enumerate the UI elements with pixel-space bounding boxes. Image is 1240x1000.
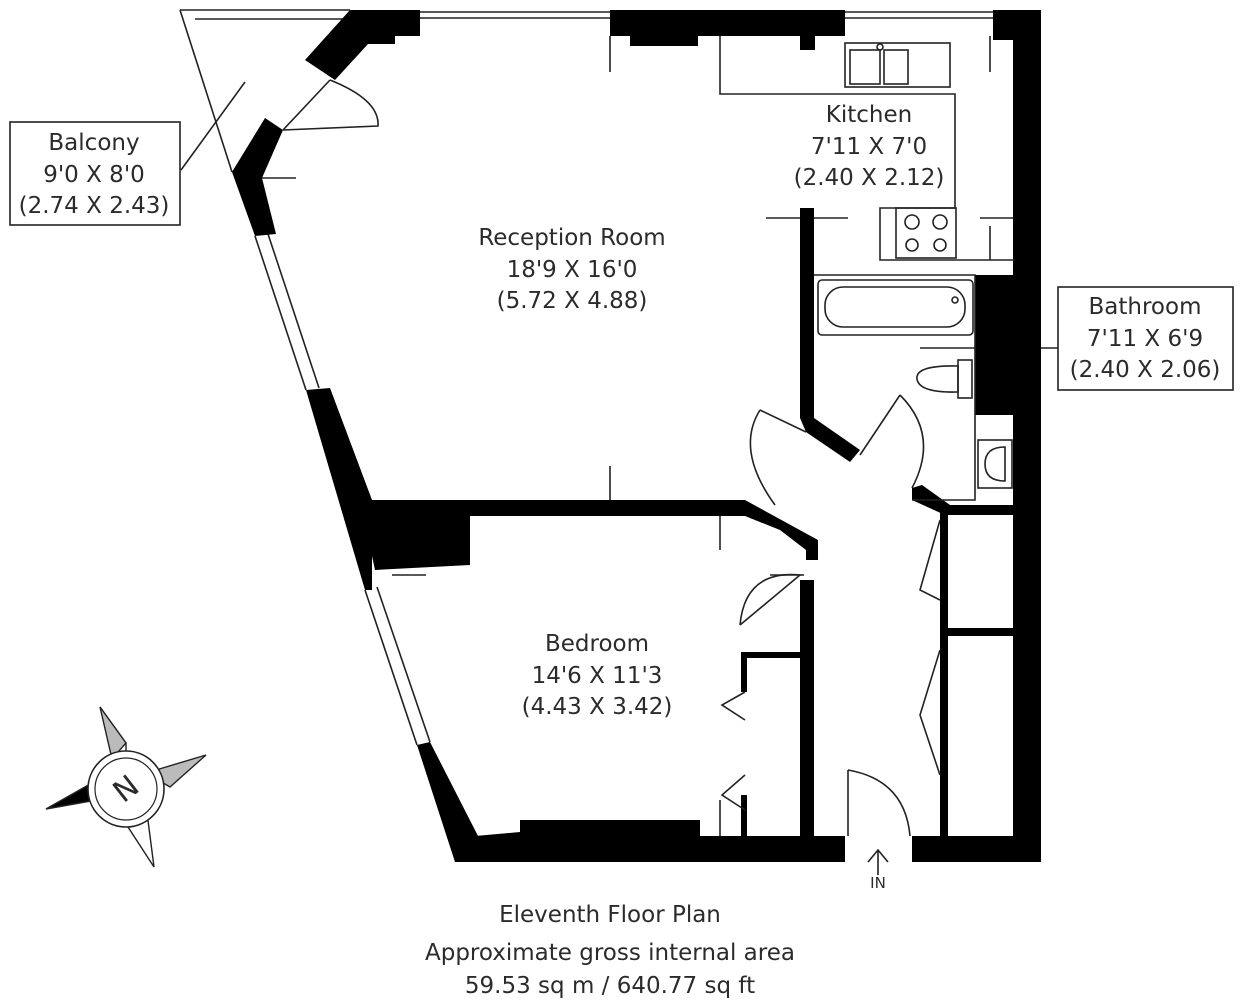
balcony-label-box	[9, 121, 181, 226]
reception-name: Reception Room	[478, 225, 665, 251]
bath-outline	[817, 279, 974, 336]
dimension-arrows	[262, 36, 1013, 875]
sink-outline	[844, 42, 951, 88]
area-label: Approximate gross internal area	[425, 940, 795, 966]
entrance-marker: IN	[867, 848, 889, 892]
bathroom-fittings	[814, 274, 1013, 501]
kitchen-imperial: 7'11 X 7'0	[811, 134, 927, 160]
bathroom-label-box	[1057, 286, 1234, 391]
walls	[232, 10, 1041, 862]
label-balcony: Balcony 9'0 X 8'0 (2.74 X 2.43)	[19, 130, 170, 219]
label-bedroom: Bedroom 14'6 X 11'3 (4.43 X 3.42)	[522, 631, 673, 720]
bathroom-name: Bathroom	[1089, 294, 1202, 320]
balcony-metric: (2.74 X 2.43)	[19, 193, 170, 219]
bedroom-imperial: 14'6 X 11'3	[532, 663, 663, 689]
label-bathroom: Bathroom 7'11 X 6'9 (2.40 X 2.06)	[1070, 294, 1221, 383]
floor-title: Eleventh Floor Plan	[499, 902, 721, 928]
kitchen-metric: (2.40 X 2.12)	[794, 165, 945, 191]
doors	[282, 79, 941, 837]
toilet	[916, 359, 973, 399]
label-reception: Reception Room 18'9 X 16'0 (5.72 X 4.88)	[478, 225, 665, 314]
balcony-outline	[179, 9, 350, 173]
hob	[895, 207, 957, 259]
balcony-name: Balcony	[48, 130, 139, 156]
label-kitchen: Kitchen 7'11 X 7'0 (2.40 X 2.12)	[794, 102, 945, 191]
reception-metric: (5.72 X 4.88)	[497, 288, 648, 314]
basin	[977, 439, 1013, 489]
kitchen-name: Kitchen	[826, 102, 912, 128]
footer: Eleventh Floor Plan Approximate gross in…	[425, 902, 795, 999]
window-glazing	[254, 11, 993, 746]
bathroom-metric: (2.40 X 2.06)	[1070, 357, 1221, 383]
compass-icon: N	[45, 706, 207, 868]
reception-imperial: 18'9 X 16'0	[507, 257, 638, 283]
kitchen-fittings	[719, 36, 1015, 261]
bedroom-metric: (4.43 X 3.42)	[522, 694, 673, 720]
bathroom-imperial: 7'11 X 6'9	[1087, 326, 1203, 352]
balcony-imperial: 9'0 X 8'0	[43, 162, 145, 188]
entrance-label: IN	[870, 874, 886, 892]
callout-lines	[9, 81, 1234, 391]
bedroom-name: Bedroom	[545, 631, 649, 657]
area-value: 59.53 sq m / 640.77 sq ft	[465, 973, 755, 999]
